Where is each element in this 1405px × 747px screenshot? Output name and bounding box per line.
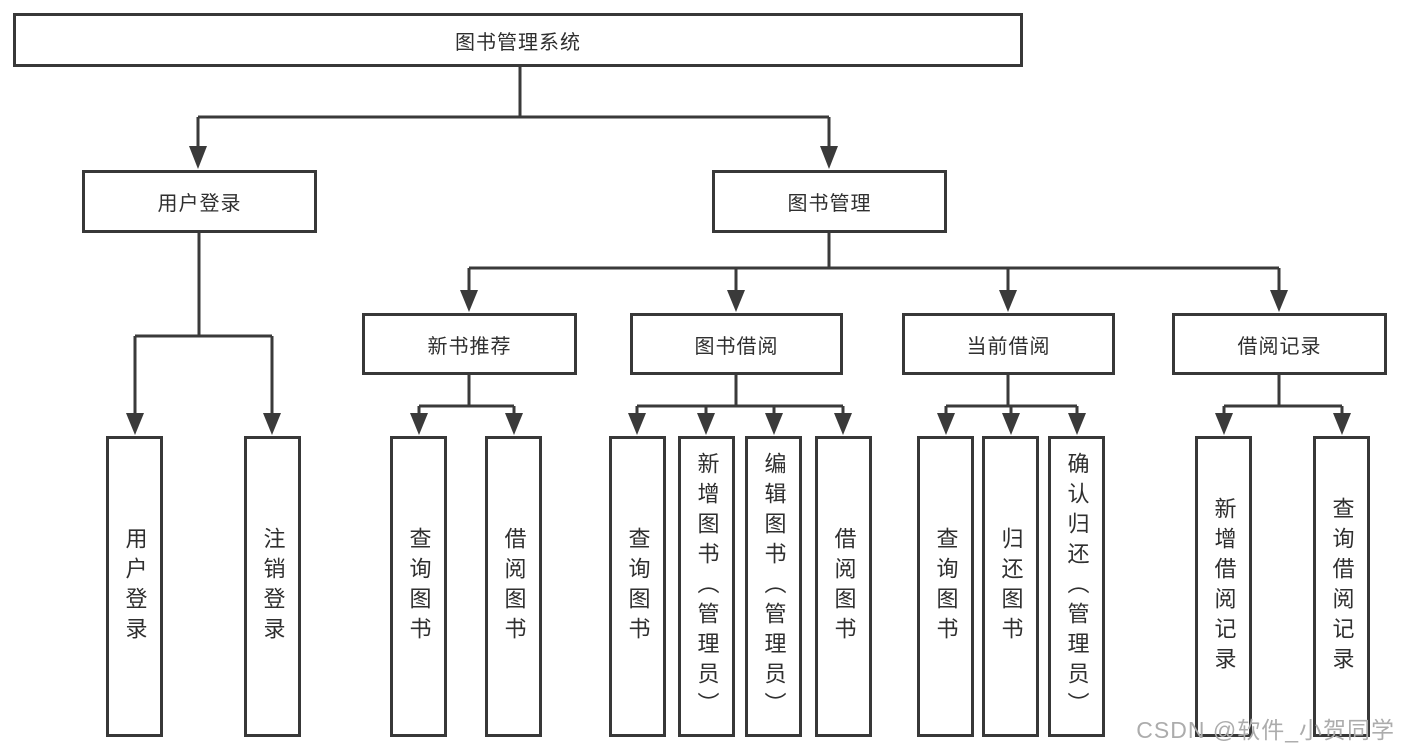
node-label: 查询图书 <box>625 526 651 647</box>
leaf-query-borrow-record: 查询借阅记录 <box>1313 436 1370 737</box>
node-label: 查询借阅记录 <box>1329 496 1355 677</box>
leaf-query-books: 查询图书 <box>609 436 666 737</box>
node-label: 借阅图书 <box>831 526 857 647</box>
node-label: 用户登录 <box>122 526 148 647</box>
node-label: 新增借阅记录 <box>1211 496 1237 677</box>
leaf-logout-login: 注销登录 <box>244 436 301 737</box>
node-new-book-recommendation: 新书推荐 <box>362 313 577 375</box>
node-label: 归还图书 <box>998 526 1024 647</box>
leaf-query-books: 查询图书 <box>390 436 447 737</box>
node-label: 新书推荐 <box>427 335 512 358</box>
node-library-management-system: 图书管理系统 <box>13 13 1023 67</box>
node-book-management: 图书管理 <box>712 170 947 233</box>
node-label: 查询图书 <box>406 526 432 647</box>
leaf-add-book-admin: 新增图书（管理员） <box>678 436 735 737</box>
node-label: 新增图书（管理员） <box>694 451 720 722</box>
leaf-query-books: 查询图书 <box>917 436 974 737</box>
arrowheads <box>126 146 1351 435</box>
node-current-borrowing: 当前借阅 <box>902 313 1115 375</box>
leaf-return-book: 归还图书 <box>982 436 1039 737</box>
node-label: 图书管理 <box>787 193 872 215</box>
leaf-borrow-books: 借阅图书 <box>815 436 872 737</box>
node-label: 确认归还（管理员） <box>1064 451 1090 722</box>
leaf-add-borrow-record: 新增借阅记录 <box>1195 436 1252 737</box>
leaf-edit-book-admin: 编辑图书（管理员） <box>745 436 802 737</box>
node-label: 图书管理系统 <box>455 31 581 54</box>
csdn-watermark: CSDN @软件_小贺同学 <box>1136 717 1395 743</box>
leaf-borrow-books: 借阅图书 <box>485 436 542 737</box>
node-label: 用户登录 <box>157 193 242 215</box>
node-label: 图书借阅 <box>694 335 779 358</box>
node-label: 编辑图书（管理员） <box>761 451 787 722</box>
node-label: 借阅记录 <box>1237 335 1322 358</box>
node-label: 注销登录 <box>260 526 286 647</box>
node-label: 借阅图书 <box>501 526 527 647</box>
node-book-borrowing: 图书借阅 <box>630 313 843 375</box>
node-label: 当前借阅 <box>966 335 1051 358</box>
leaf-user-login: 用户登录 <box>106 436 163 737</box>
leaf-confirm-return-admin: 确认归还（管理员） <box>1048 436 1105 737</box>
node-user-login: 用户登录 <box>82 170 317 233</box>
node-label: 查询图书 <box>933 526 959 647</box>
node-borrowing-records: 借阅记录 <box>1172 313 1387 375</box>
